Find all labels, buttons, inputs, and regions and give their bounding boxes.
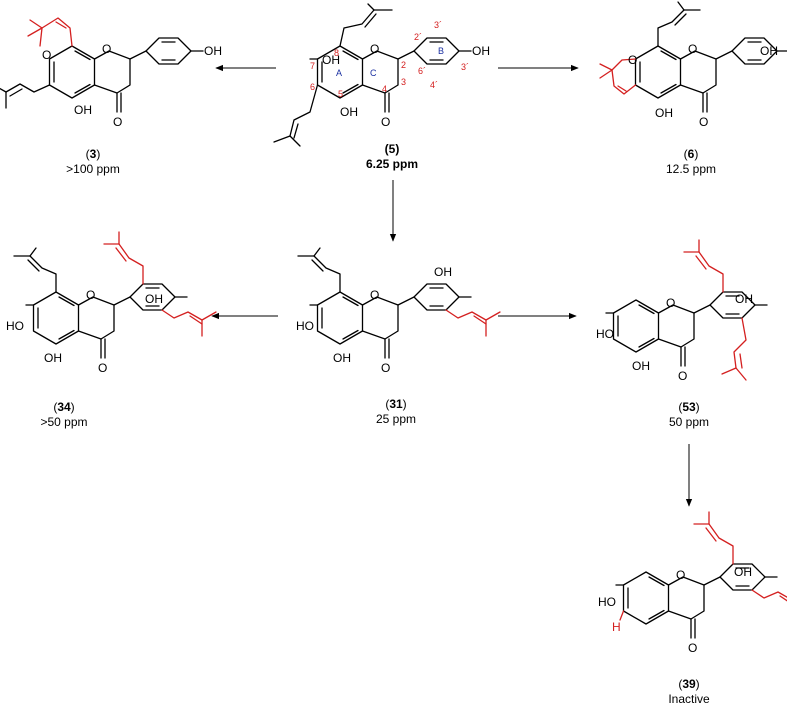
- o-label: O: [370, 42, 379, 56]
- carbonyl-o-label: O: [113, 115, 122, 129]
- structure-39: [615, 511, 787, 639]
- ring-label-c: C: [370, 68, 377, 78]
- compound-53-activity: 50 ppm: [669, 415, 709, 429]
- o-label: O: [370, 288, 379, 302]
- h-label: H: [612, 620, 621, 634]
- compound-31-id: (31): [385, 397, 406, 411]
- compound-6-activity: 12.5 ppm: [666, 162, 716, 176]
- oh-label: OH: [74, 103, 92, 117]
- atom-number-3p: 3´: [434, 20, 442, 30]
- oh-label: OH: [340, 105, 358, 119]
- oh-label: OH: [434, 265, 452, 279]
- structure-5: [273, 3, 472, 147]
- compound-3-activity: >100 ppm: [66, 162, 120, 176]
- o-label: O: [102, 42, 111, 56]
- compound-5-id: (5): [385, 142, 400, 156]
- ho-label: HO: [296, 319, 314, 333]
- oh-label: OH: [734, 565, 752, 579]
- oh-label: OH: [322, 53, 340, 67]
- compound-5-activity: 6.25 ppm: [366, 157, 418, 171]
- atom-number-6p: 6´: [418, 66, 426, 76]
- o-label: O: [676, 568, 685, 582]
- compound-6-id: (6): [684, 147, 699, 161]
- atom-number-6: 6: [310, 82, 315, 92]
- ring-label-a: A: [336, 68, 342, 78]
- o-label: O: [628, 53, 637, 67]
- atom-number-4: 4: [382, 84, 387, 94]
- atom-number-8: 8: [334, 48, 339, 58]
- ho-label: HO: [596, 327, 614, 341]
- oh-label: OH: [204, 44, 222, 58]
- compound-53-id: (53): [678, 400, 699, 414]
- carbonyl-o-label: O: [699, 115, 708, 129]
- oh-label: OH: [333, 351, 351, 365]
- carbonyl-o-label: O: [381, 361, 390, 375]
- atom-number-4p: 4´: [430, 80, 438, 90]
- atom-number-7: 7: [310, 61, 315, 71]
- o-label: O: [688, 42, 697, 56]
- atom-number-3: 3: [401, 77, 406, 87]
- compound-31-activity: 25 ppm: [376, 412, 416, 426]
- oh-label: OH: [472, 44, 490, 58]
- compound-34-id: (34): [53, 400, 74, 414]
- structure-34: [13, 231, 217, 359]
- compound-39-id: (39): [678, 677, 699, 691]
- carbonyl-o-label: O: [381, 115, 390, 129]
- o-label: O: [42, 48, 51, 62]
- structure-31: [297, 247, 501, 359]
- atom-number-2p: 2´: [414, 32, 422, 42]
- oh-label: OH: [632, 359, 650, 373]
- o-label: O: [86, 288, 95, 302]
- compound-39-activity: Inactive: [668, 692, 710, 706]
- atom-number-2: 2: [401, 60, 406, 70]
- ring-label-b: B: [438, 46, 444, 56]
- carbonyl-o-label: O: [98, 361, 107, 375]
- o-label: O: [666, 296, 675, 310]
- carbonyl-o-label: O: [678, 369, 687, 383]
- oh-label: OH: [735, 292, 753, 306]
- compound-34-activity: >50 ppm: [40, 415, 87, 429]
- oh-label: OH: [44, 351, 62, 365]
- ho-label: HO: [598, 595, 616, 609]
- ho-label: HO: [6, 319, 24, 333]
- structure-6: [599, 1, 787, 113]
- oh-label: OH: [760, 44, 778, 58]
- oh-label: OH: [655, 106, 673, 120]
- carbonyl-o-label: O: [688, 641, 697, 655]
- atom-number-5: 5: [338, 89, 343, 99]
- compound-3-id: (3): [86, 147, 101, 161]
- structure-3: [0, 17, 204, 113]
- atom-number-3pp: 3´: [461, 62, 469, 72]
- oh-label: OH: [145, 292, 163, 306]
- structure-53: [605, 239, 768, 381]
